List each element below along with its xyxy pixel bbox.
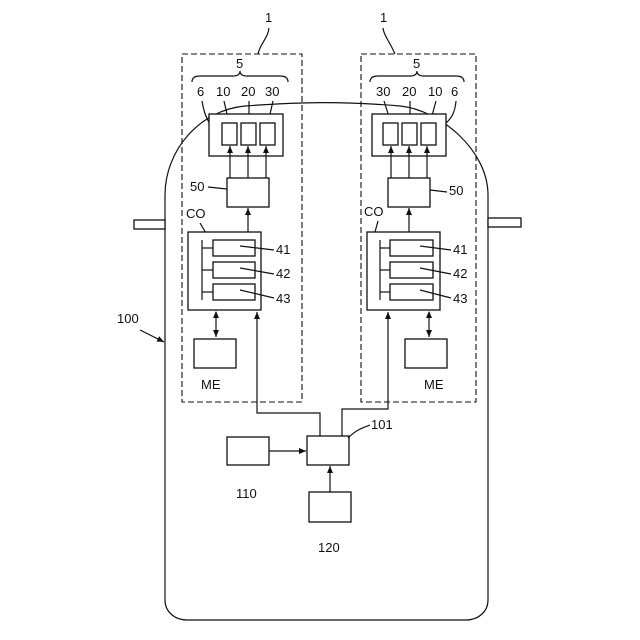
memory-right-label: ME [424, 377, 444, 392]
driver-50-right-leader [430, 190, 447, 192]
memory-left-label: ME [201, 377, 221, 392]
arrow-central-to-co-left [257, 312, 320, 436]
sensor-label: 110 [236, 486, 257, 501]
driver-50-left-leader [208, 187, 227, 189]
controller-left-label: CO [186, 206, 206, 221]
block-42-right-label: 42 [453, 266, 467, 281]
driver-50-right [388, 178, 430, 207]
central-unit-101 [307, 436, 349, 465]
light-element-20-left [241, 123, 256, 145]
light-element-10-right [421, 123, 436, 145]
unit-left-leader [258, 28, 269, 54]
driver-50-right-label: 50 [449, 183, 463, 198]
e10-right-label: 10 [428, 84, 442, 99]
light-element-20-right [402, 123, 417, 145]
group-right-brace [370, 71, 464, 82]
block-41-left [213, 240, 255, 256]
block-41-right-label: 41 [453, 242, 467, 257]
vehicle-label: 100 [117, 311, 139, 326]
left-mirror-stub [134, 220, 165, 229]
input-label: 120 [318, 540, 340, 555]
e20-right-label: 20 [402, 84, 416, 99]
e30-right-label: 30 [376, 84, 390, 99]
block-42-right [390, 262, 433, 278]
central-unit-label: 101 [371, 417, 393, 432]
cover-left-label: 6 [197, 84, 204, 99]
central-unit-leader [348, 425, 370, 438]
cover-right-label: 6 [451, 84, 458, 99]
e10-left-label: 10 [216, 84, 230, 99]
unit-left-label: 1 [265, 10, 272, 25]
unit-right-label: 1 [380, 10, 387, 25]
group-left-brace [192, 71, 288, 82]
unit-right-leader [383, 28, 395, 54]
sensor-110 [227, 437, 269, 465]
group-right-label: 5 [413, 56, 420, 71]
memory-left [194, 339, 236, 368]
driver-50-left [227, 178, 269, 207]
block-41-right [390, 240, 433, 256]
light-element-30-left [260, 123, 275, 145]
block-43-right-label: 43 [453, 291, 467, 306]
light-element-30-right [383, 123, 398, 145]
block-41-left-label: 41 [276, 242, 290, 257]
e30-left-label: 30 [265, 84, 279, 99]
group-left-label: 5 [236, 56, 243, 71]
light-element-10-left [222, 123, 237, 145]
driver-50-left-label: 50 [190, 179, 204, 194]
e20-left-label: 20 [241, 84, 255, 99]
right-mirror-stub [488, 218, 521, 227]
vehicle-leader [140, 330, 164, 342]
controller-right-leader [375, 221, 378, 232]
memory-right [405, 339, 447, 368]
block-43-left-label: 43 [276, 291, 290, 306]
controller-right-label: CO [364, 204, 384, 219]
input-120 [309, 492, 351, 522]
block-42-left-label: 42 [276, 266, 290, 281]
